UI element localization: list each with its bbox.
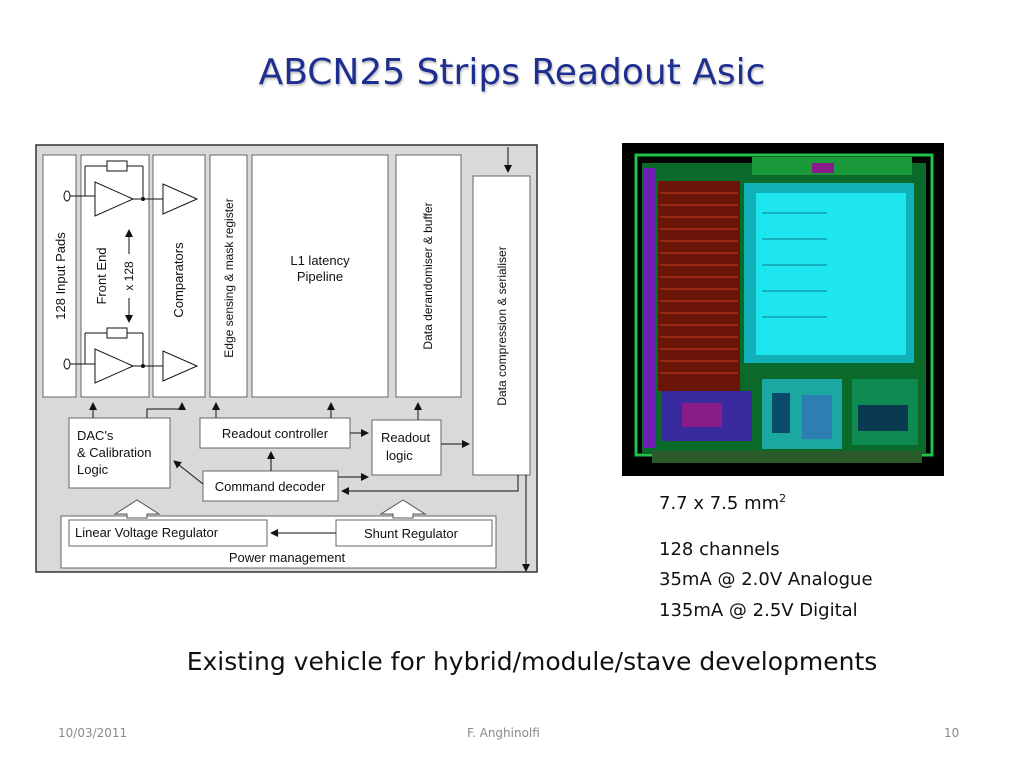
derandomiser-label: Data derandomiser & buffer: [421, 202, 435, 349]
dac-line2-label: & Calibration: [77, 445, 151, 460]
block-diagram: 128 Input Pads Front End x 128 Comparato…: [35, 144, 538, 573]
edge-sensing-label: Edge sensing & mask register: [222, 198, 236, 357]
amplifier-top-icon: [94, 181, 135, 217]
command-decoder-label: Command decoder: [215, 479, 326, 494]
l1-line2-label: Pipeline: [297, 269, 343, 284]
readout-logic-block: [371, 419, 442, 476]
readout-controller-label: Readout controller: [222, 426, 329, 441]
slide-caption: Existing vehicle for hybrid/module/stave…: [186, 647, 878, 676]
input-pads-label: 128 Input Pads: [53, 232, 68, 320]
amplifier-bottom-icon: [94, 348, 135, 384]
dac-calibration-block: [68, 417, 171, 489]
readout-controller-block: [199, 417, 351, 449]
dac-line1-label: DAC's: [77, 428, 114, 443]
derandomiser-block: [395, 154, 462, 398]
feedback-resistor-top: [106, 160, 128, 172]
analogue-spec: 35mA @ 2.0V Analogue: [659, 569, 873, 590]
chip-layout-image: [622, 143, 944, 476]
edge-sensing-block: [209, 154, 248, 398]
linear-regulator-block: [68, 519, 268, 547]
command-decoder-block: [202, 470, 339, 502]
slide-title: ABCN25 Strips Readout Asic: [258, 52, 766, 93]
input-pads-block: [42, 154, 77, 398]
footer-date: 10/03/2011: [58, 726, 128, 740]
compression-label: Data compression & serialiser: [495, 246, 509, 405]
comparator-top-icon: [162, 183, 199, 215]
dac-line3-label: Logic: [77, 462, 109, 477]
x128-label: x 128: [122, 261, 136, 291]
linear-regulator-label: Linear Voltage Regulator: [75, 525, 219, 540]
front-end-label: Front End: [94, 247, 109, 304]
chip-size-superscript: 2: [779, 492, 787, 505]
comparator-bottom-icon: [162, 350, 199, 382]
readout-logic-line2-label: logic: [386, 448, 413, 463]
feedback-resistor-bottom: [106, 327, 128, 339]
chip-size-text: 7.7 x 7.5 mm: [659, 493, 780, 514]
readout-logic-line1-label: Readout: [381, 430, 431, 445]
l1-pipeline-block: [251, 154, 389, 398]
shunt-regulator-label: Shunt Regulator: [364, 526, 459, 541]
chip-size-spec: 7.7 x 7.5 mm2: [659, 484, 786, 519]
power-arrow-right-icon: [379, 499, 427, 519]
footer-page-number: 10: [944, 726, 960, 740]
power-arrow-left-icon: [113, 499, 161, 519]
l1-line1-label: L1 latency: [290, 253, 350, 268]
channels-spec: 128 channels: [659, 539, 780, 560]
digital-spec: 135mA @ 2.5V Digital: [659, 600, 858, 621]
power-management-label: Power management: [229, 550, 346, 565]
footer-author: F. Anghinolfi: [467, 726, 540, 740]
comparators-label: Comparators: [171, 242, 186, 318]
shunt-regulator-block: [335, 519, 493, 547]
compression-block: [472, 175, 531, 476]
